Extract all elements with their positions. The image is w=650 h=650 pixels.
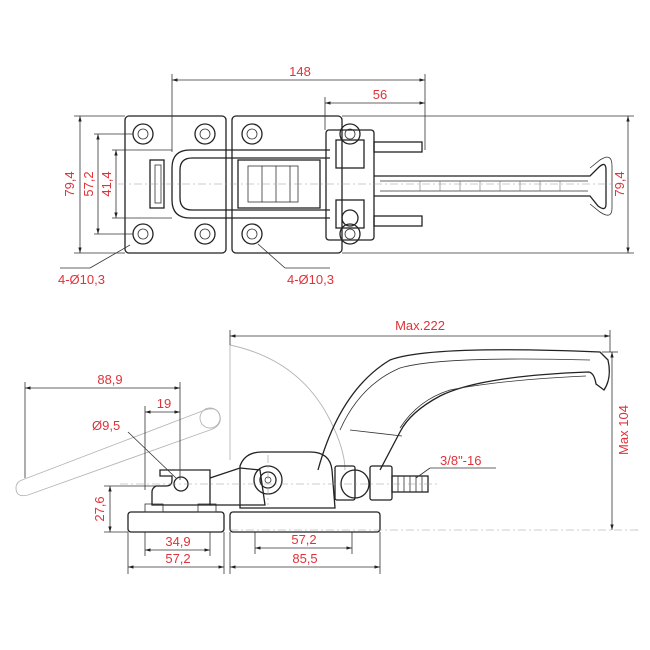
dim-left-base-inner: 34,9 <box>165 534 190 549</box>
right-base-plate <box>231 115 343 254</box>
dim-right-base-inner: 57,2 <box>291 532 316 547</box>
dim-handle-offset: 56 <box>373 87 387 102</box>
side-right-base <box>229 511 381 533</box>
side-view: Max.222 Max 104 88,9 19 Ø9,5 3/8"-16 27,… <box>15 318 640 574</box>
dim-holes-right: 4-Ø10,3 <box>287 272 334 287</box>
handle-side <box>317 349 610 471</box>
top-dimensions <box>60 74 634 269</box>
dim-overall-length: 148 <box>289 64 311 79</box>
hex-nut <box>334 465 356 501</box>
plunger <box>151 469 211 506</box>
left-mounting-holes <box>132 123 216 245</box>
side-dimensions <box>24 330 618 574</box>
dim-retract: 88,9 <box>97 372 122 387</box>
released-position-ghost <box>15 344 346 497</box>
dim-right-base-outer: 85,5 <box>292 551 317 566</box>
left-base-plate <box>124 115 227 254</box>
dim-max-height: Max 104 <box>616 405 631 455</box>
handle-top <box>374 163 607 210</box>
dim-hole-pitch: 57,2 <box>81 171 96 196</box>
dim-height-right: 79,4 <box>612 171 627 196</box>
pivot-block <box>239 451 336 509</box>
dim-thread: 3/8"-16 <box>440 453 481 468</box>
dim-base-height: 27,6 <box>92 496 107 521</box>
dim-inner-width: 41,4 <box>99 171 114 196</box>
side-plates <box>325 129 375 241</box>
top-view: 148 56 79,4 57,2 41,4 79,4 4-Ø10,3 4-Ø10… <box>58 64 634 287</box>
dim-pin-dia: Ø9,5 <box>92 418 120 433</box>
dim-height-left: 79,4 <box>62 171 77 196</box>
right-mounting-holes <box>241 123 361 245</box>
dim-left-base-outer: 57,2 <box>165 551 190 566</box>
dim-holes-left: 4-Ø10,3 <box>58 272 105 287</box>
dim-max-length: Max.222 <box>395 318 445 333</box>
dim-plunger-offset: 19 <box>157 396 171 411</box>
side-left-base <box>127 511 225 533</box>
